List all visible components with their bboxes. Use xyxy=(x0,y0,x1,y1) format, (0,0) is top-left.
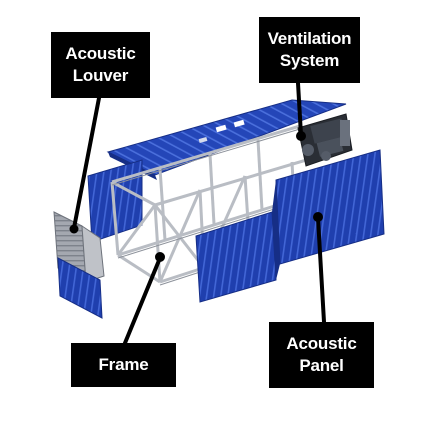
callout-frame-line1: Frame xyxy=(98,355,149,374)
callout-acoustic-panel-line1: Acoustic xyxy=(286,334,357,353)
ventilation-equipment xyxy=(297,113,353,167)
callout-ventilation-system-line1: Ventilation xyxy=(267,29,352,48)
callout-ventilation-system-line2: System xyxy=(279,51,340,70)
callout-acoustic-louver: Acoustic Louver xyxy=(51,32,150,98)
callout-acoustic-panel: Acoustic Panel xyxy=(269,322,374,388)
acoustic-panel-assembly xyxy=(195,149,385,303)
callout-ventilation-system: Ventilation System xyxy=(259,17,360,83)
callout-acoustic-louver-line1: Acoustic xyxy=(65,44,136,63)
callout-frame: Frame xyxy=(71,343,176,387)
leader-lines xyxy=(69,81,326,345)
callout-acoustic-louver-line2: Louver xyxy=(72,66,129,85)
callout-acoustic-panel-line2: Panel xyxy=(299,356,344,375)
